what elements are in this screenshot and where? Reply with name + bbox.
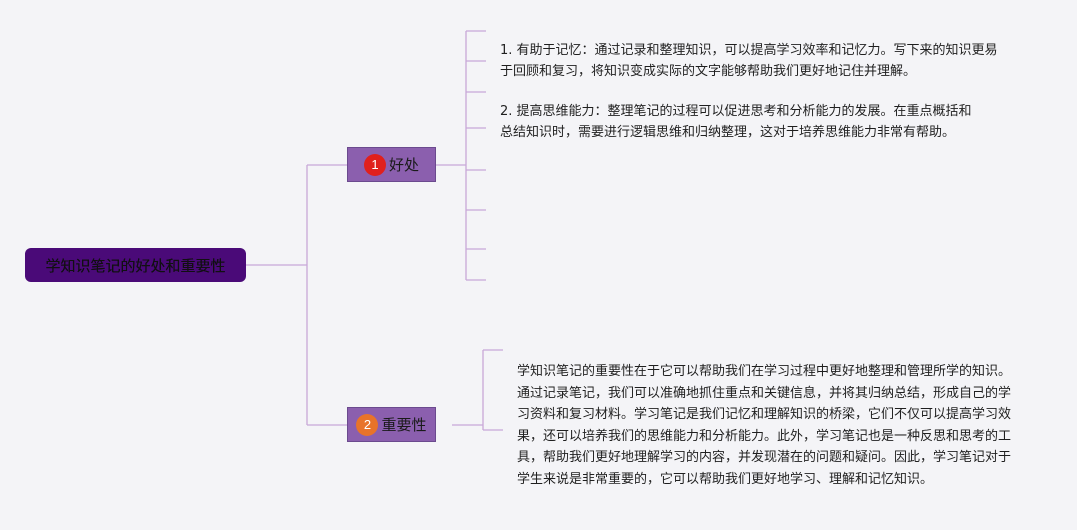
- branch-label-importance: 重要性: [381, 416, 427, 434]
- leaf-benefit-thinking[interactable]: 2. 提高思维能力：整理笔记的过程可以促进思考和分析能力的发展。在重点概括和总结…: [500, 104, 972, 140]
- leaf-importance-description[interactable]: 学知识笔记的重要性在于它可以帮助我们在学习过程中更好地整理和管理所学的知识。通过…: [517, 364, 1012, 487]
- root-topic-node[interactable]: 学知识笔记的好处和重要性: [25, 248, 246, 282]
- priority-badge-2: 2: [356, 413, 379, 436]
- root-topic-label: 学知识笔记的好处和重要性: [45, 256, 226, 275]
- leaf-benefit-memory[interactable]: 1. 有助于记忆：通过记录和整理知识，可以提高学习效率和记忆力。写下来的知识更易…: [500, 43, 998, 79]
- branch-label-benefits: 好处: [388, 156, 419, 174]
- branch-node-importance[interactable]: 2 重要性: [347, 407, 436, 442]
- priority-badge-1: 1: [363, 153, 386, 176]
- branch-node-benefits[interactable]: 1 好处: [347, 147, 436, 182]
